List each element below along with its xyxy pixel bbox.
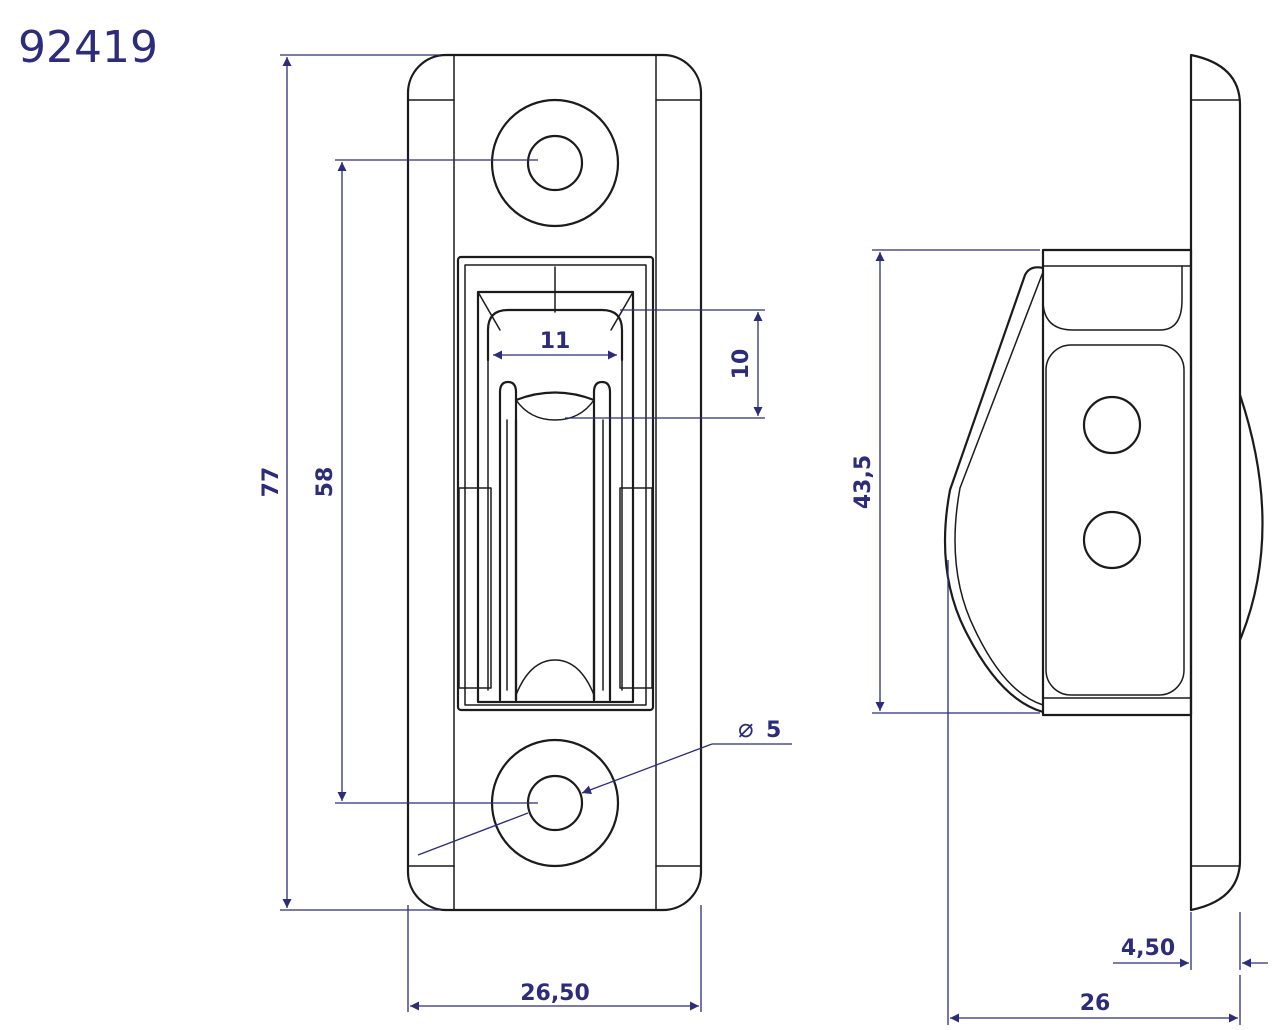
sheave-housing bbox=[456, 255, 655, 712]
top-hole bbox=[526, 134, 584, 192]
front-view: 77 58 11 10 ⌀ 5 26,50 bbox=[259, 53, 792, 1012]
dim-hole-diameter: 5 bbox=[766, 718, 781, 743]
part-number-title: 92419 bbox=[18, 22, 158, 73]
dim-slot-height: 10 bbox=[729, 349, 754, 380]
dim-hole-diameter-symbol: ⌀ bbox=[738, 714, 754, 744]
dim-sheave-height: 43,5 bbox=[851, 455, 876, 509]
dim-base-width: 26,50 bbox=[520, 981, 590, 1006]
side-housing-body bbox=[1041, 248, 1193, 717]
side-rivet-lower bbox=[1082, 510, 1142, 570]
side-rivet-upper bbox=[1082, 395, 1142, 455]
dim-overall-height: 26 bbox=[1080, 991, 1111, 1016]
top-hole-counterbore bbox=[490, 98, 620, 228]
dim-overall-length: 77 bbox=[259, 467, 284, 498]
dim-hole-spacing: 58 bbox=[313, 467, 338, 498]
sheave-wheel bbox=[458, 380, 653, 702]
dim-slot-width: 11 bbox=[540, 329, 571, 354]
side-base-plate bbox=[1189, 53, 1242, 912]
dim-base-thickness: 4,50 bbox=[1121, 936, 1175, 961]
base-plate-outline bbox=[406, 53, 703, 912]
side-view: 43,5 4,50 26 bbox=[851, 53, 1268, 1025]
